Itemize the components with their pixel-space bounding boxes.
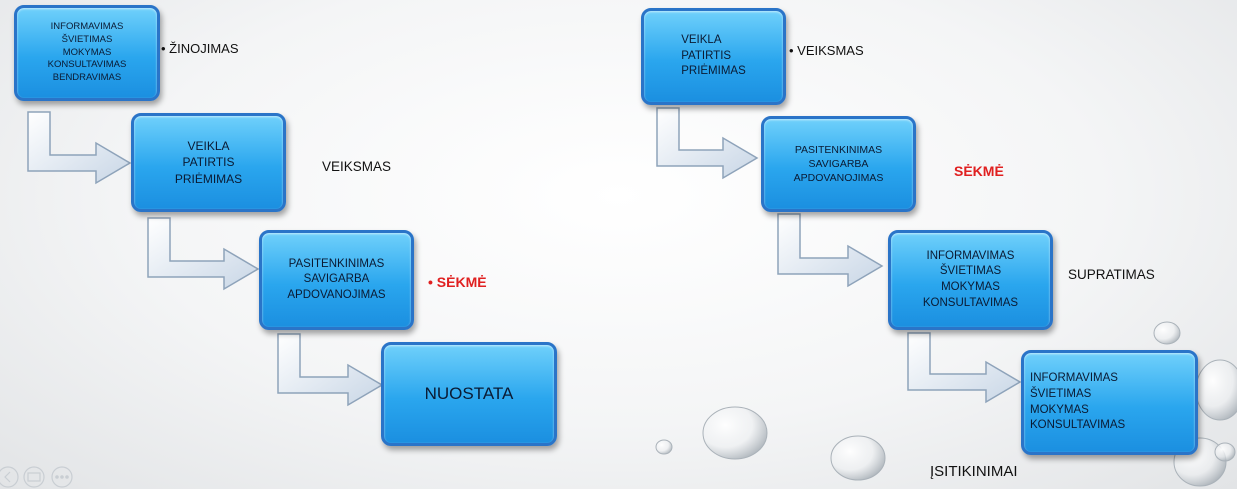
box-line: KONSULTAVIMAS	[922, 296, 1019, 309]
label-zinojimas: • ŽINOJIMAS	[161, 41, 239, 56]
right-arrows	[656, 107, 1022, 404]
box-line: ŠVIETIMAS	[939, 265, 1002, 278]
box-line: PRIĖMIMAS	[681, 65, 746, 78]
box-line: APDOVANOJIMAS	[287, 288, 386, 301]
label-sekme-right: SĖKMĖ	[954, 163, 1004, 179]
box-line: PATIRTIS	[182, 155, 235, 170]
label-sekme: • SĖKMĖ	[428, 274, 487, 290]
left-box-satisfaction: PASITENKINIMAS SAVIGARBA APDOVANOJIMAS	[259, 230, 414, 330]
arrow-icon	[907, 332, 1022, 404]
arrow-icon	[777, 213, 884, 288]
label-isitikinimai: ĮSITIKINIMAI	[930, 463, 1018, 480]
box-line: VEIKLA	[681, 34, 722, 47]
arrow-icon	[147, 217, 260, 291]
box-line: PASITENKINIMAS	[794, 143, 883, 156]
box-line: KONSULTAVIMAS	[47, 59, 127, 71]
left-arrows	[27, 111, 384, 407]
box-line: INFORMAVIMAS	[50, 20, 124, 32]
box-line: PATIRTIS	[681, 49, 732, 62]
label-supratimas: SUPRATIMAS	[1068, 267, 1155, 282]
right-box-activity: VEIKLA PATIRTIS PRIĖMIMAS	[641, 8, 786, 105]
right-box-satisfaction: PASITENKINIMAS SAVIGARBA APDOVANOJIMAS	[761, 116, 916, 212]
box-line: MOKYMAS	[941, 281, 1000, 293]
left-box-activity: VEIKLA PATIRTIS PRIĖMIMAS	[131, 113, 286, 212]
right-box-belief: INFORMAVIMAS ŠVIETIMAS MOKYMAS KONSULTAV…	[1021, 350, 1198, 455]
box-line: VEIKLA	[187, 139, 230, 154]
box-line: NUOSTATA	[424, 383, 514, 403]
box-line: MOKYMAS	[1030, 403, 1089, 416]
box-line: ŠVIETIMAS	[1030, 387, 1092, 400]
arrow-icon	[656, 107, 759, 180]
box-line: SAVIGARBA	[808, 157, 869, 170]
label-veiksmas: VEIKSMAS	[322, 159, 392, 174]
box-line: PRIĖMIMAS	[174, 171, 243, 186]
box-line: MOKYMAS	[62, 46, 112, 58]
right-box-understanding: INFORMAVIMAS ŠVIETIMAS MOKYMAS KONSULTAV…	[888, 230, 1053, 330]
box-line: APDOVANOJIMAS	[793, 172, 884, 185]
left-box-attitude: NUOSTATA	[381, 342, 557, 446]
box-line: INFORMAVIMAS	[1030, 372, 1118, 385]
box-line: INFORMAVIMAS	[926, 249, 1015, 262]
left-box-knowledge: INFORMAVIMAS ŠVIETIMAS MOKYMAS KONSULTAV…	[14, 5, 160, 101]
box-line: SAVIGARBA	[303, 273, 370, 286]
menu-icon	[23, 466, 45, 488]
label-veiksmas-right: • VEIKSMAS	[789, 43, 864, 58]
box-line: PASITENKINIMAS	[288, 257, 385, 270]
slide-controls	[0, 466, 73, 488]
more-icon	[51, 466, 73, 488]
arrow-icon	[27, 111, 132, 185]
box-line: ŠVIETIMAS	[61, 33, 113, 45]
box-line: BENDRAVIMAS	[52, 72, 122, 84]
box-line: KONSULTAVIMAS	[1030, 419, 1126, 432]
prev-icon	[0, 466, 19, 488]
arrow-icon	[277, 333, 384, 407]
